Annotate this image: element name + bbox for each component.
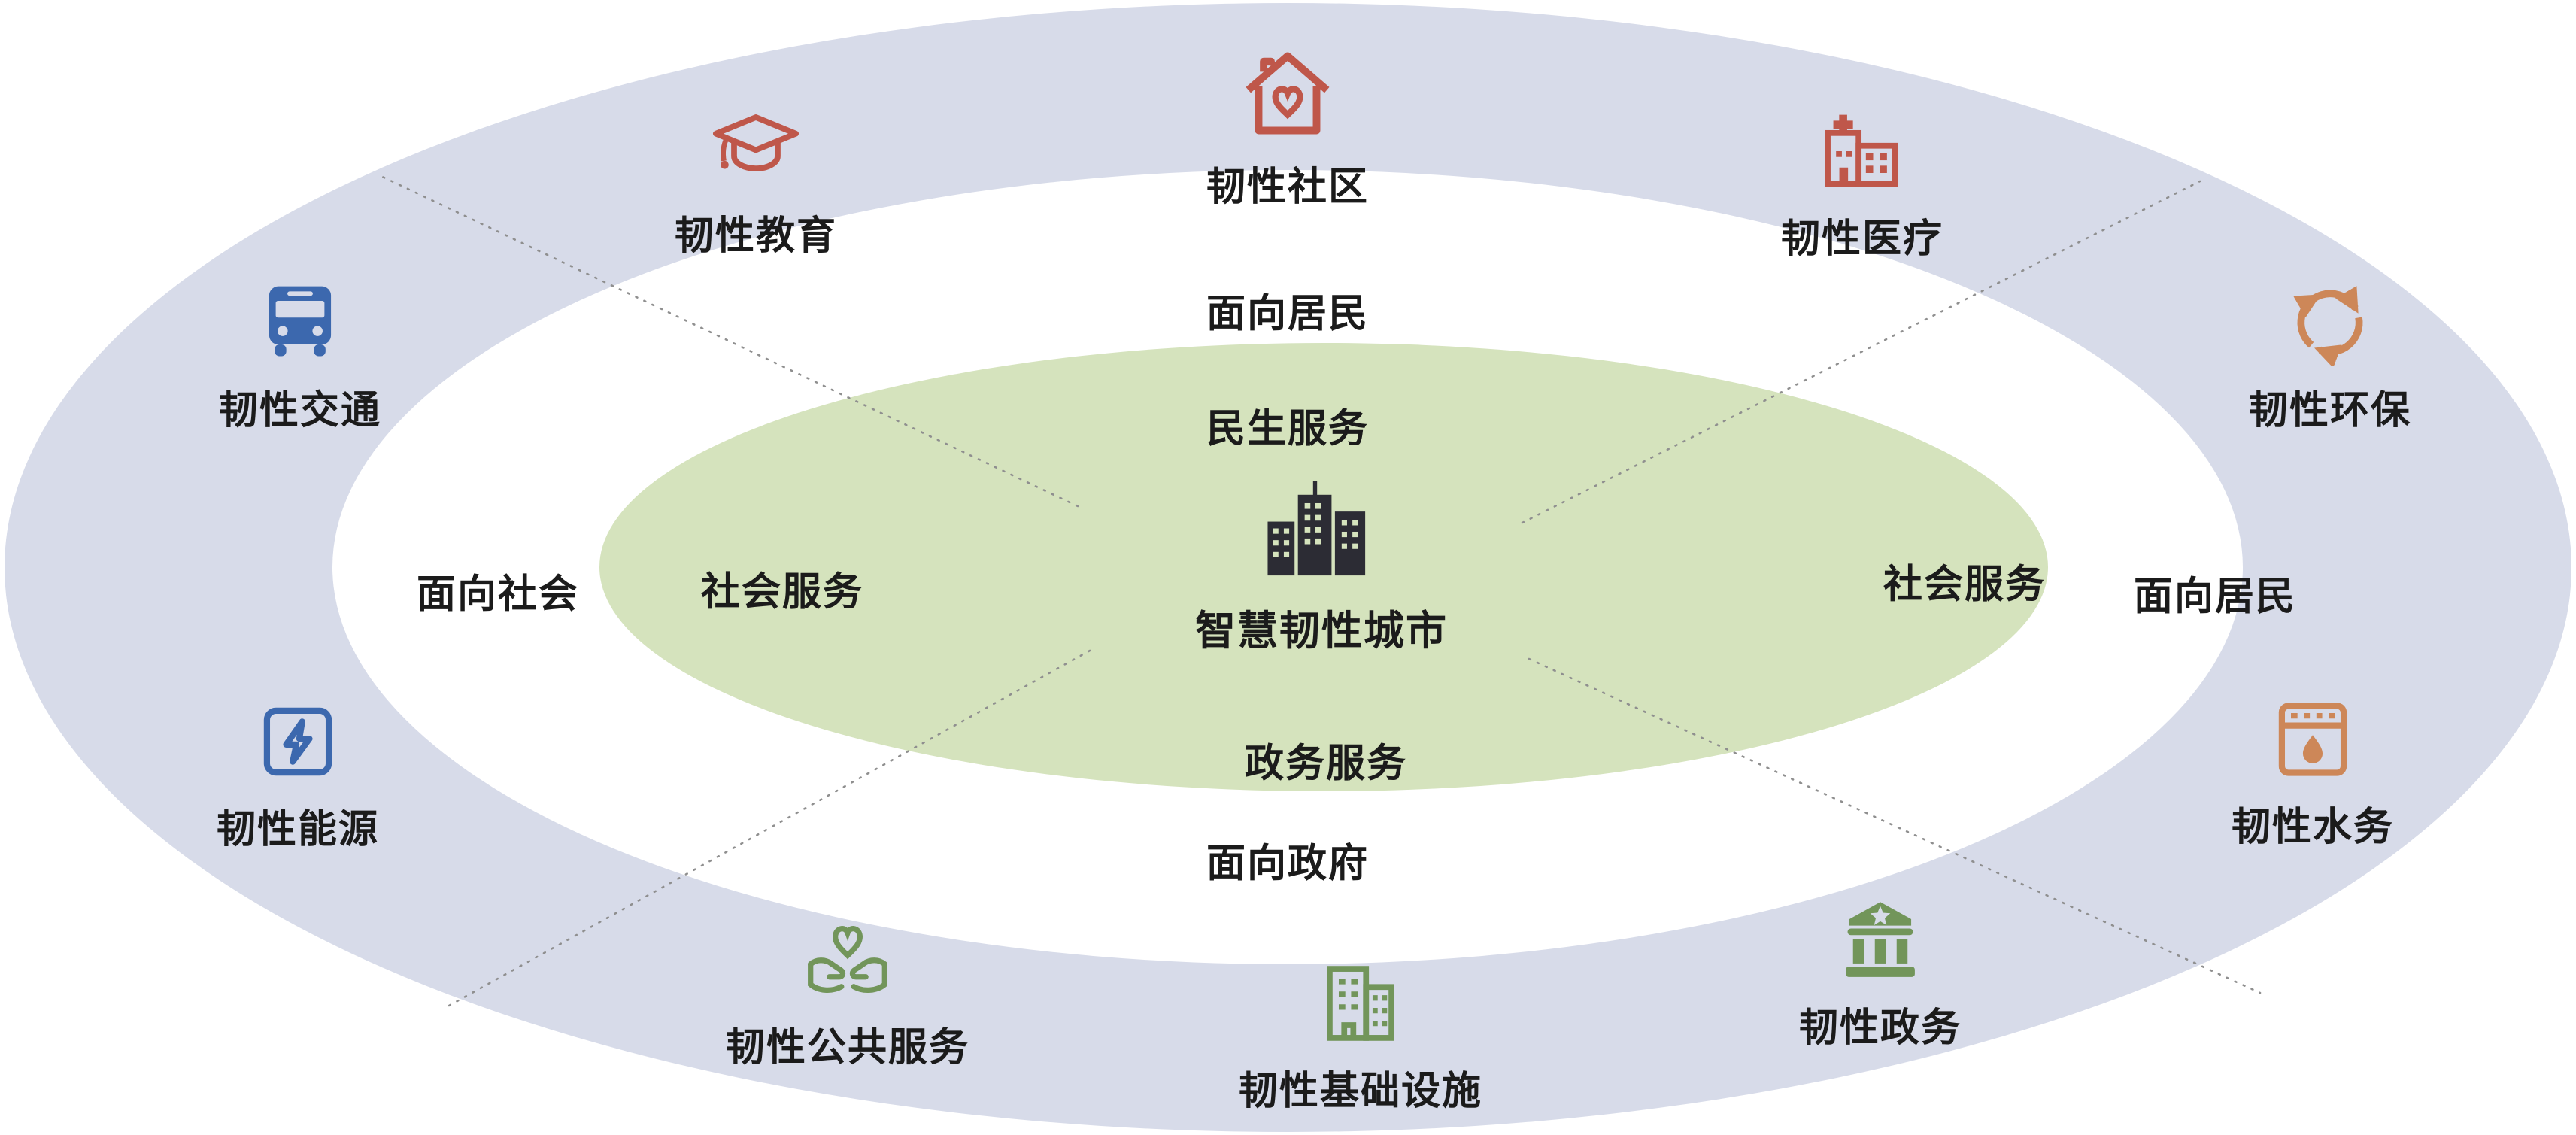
outer-item-label: 韧性基础设施 (1238, 1070, 1483, 1113)
outer-item-education: 韧性教育 (675, 105, 837, 260)
outer-item-label: 韧性政务 (1798, 1007, 1962, 1050)
outer-item-transport: 韧性交通 (219, 279, 381, 435)
outer-item-water: 韧性水务 (2232, 696, 2394, 851)
outer-item-medical: 韧性医疗 (1781, 108, 1943, 263)
middle-ring-label-top: 面向居民 (1206, 293, 1370, 336)
water-meter-icon (2269, 696, 2356, 783)
inner-ring-label-bottom: 政务服务 (1244, 742, 1408, 786)
center-node: 智慧韧性城市 (1195, 478, 1448, 657)
hands-heart-icon (804, 916, 891, 1003)
outer-item-label: 韧性水务 (2231, 806, 2395, 849)
inner-ring-label-right: 社会服务 (1883, 563, 2047, 607)
divider-line-lower-right (1528, 657, 2262, 994)
inner-ring-label-top: 民生服务 (1206, 408, 1370, 451)
hospital-icon (1819, 108, 1906, 195)
battery-bolt-icon (254, 698, 341, 785)
outer-item-label: 韧性环保 (2248, 390, 2412, 432)
divider-line-upper-right (1521, 180, 2201, 524)
middle-ring-label-left: 面向社会 (416, 573, 580, 617)
outer-item-environment: 韧性环保 (2249, 279, 2411, 435)
outer-item-energy: 韧性能源 (217, 698, 379, 854)
recycle-icon (2286, 279, 2374, 366)
middle-ring-label-right: 面向居民 (2133, 575, 2297, 619)
divider-line-upper-left (376, 173, 1079, 508)
government-building-icon (1837, 897, 1924, 984)
outer-item-community: 韧性社区 (1206, 44, 1369, 211)
inner-ring-label-left: 社会服务 (700, 571, 864, 615)
middle-ring-label-bottom: 面向政府 (1206, 842, 1370, 886)
house-heart-icon (1238, 44, 1337, 143)
outer-item-label: 韧性能源 (216, 809, 380, 851)
outer-item-label: 韧性公共服务 (725, 1027, 970, 1070)
buildings-icon (1317, 960, 1404, 1047)
bus-icon (256, 279, 344, 366)
outer-item-label: 韧性社区 (1206, 166, 1370, 209)
outer-item-government: 韧性政务 (1799, 897, 1962, 1052)
outer-item-label: 韧性医疗 (1780, 218, 1944, 261)
city-icon (1264, 478, 1379, 579)
outer-item-public-service: 韧性公共服务 (726, 916, 969, 1072)
graduation-cap-icon (712, 105, 800, 192)
outer-item-label: 韧性教育 (674, 215, 838, 258)
outer-item-label: 韧性交通 (218, 390, 382, 432)
outer-item-infrastructure: 韧性基础设施 (1239, 960, 1482, 1115)
center-label: 智慧韧性城市 (1195, 608, 1448, 654)
